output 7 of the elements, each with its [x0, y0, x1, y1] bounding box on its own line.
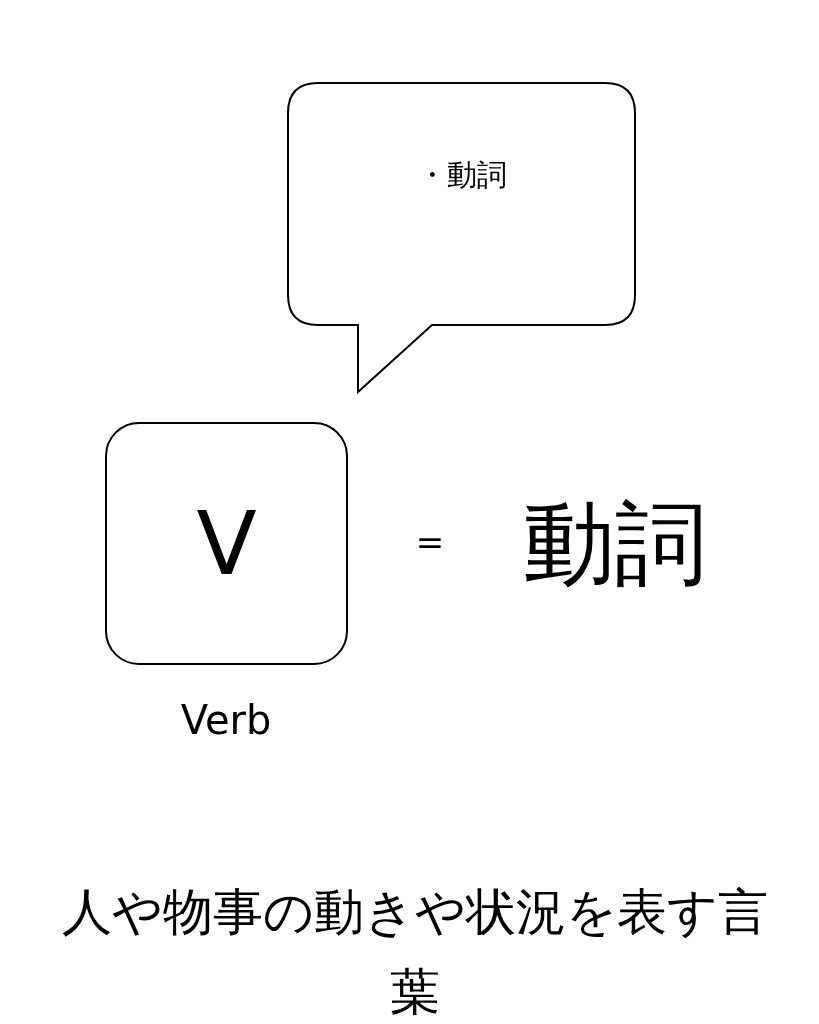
definition-text: 人や物事の動きや状況を表す言葉	[61, 882, 769, 1023]
term-caption: Verb	[179, 700, 273, 740]
term-box	[105, 422, 348, 665]
equals-sign: =	[414, 525, 446, 559]
meaning-text: 動詞	[522, 498, 708, 590]
bubble-text: ・動詞	[417, 160, 507, 190]
term-letter: V	[196, 499, 257, 588]
